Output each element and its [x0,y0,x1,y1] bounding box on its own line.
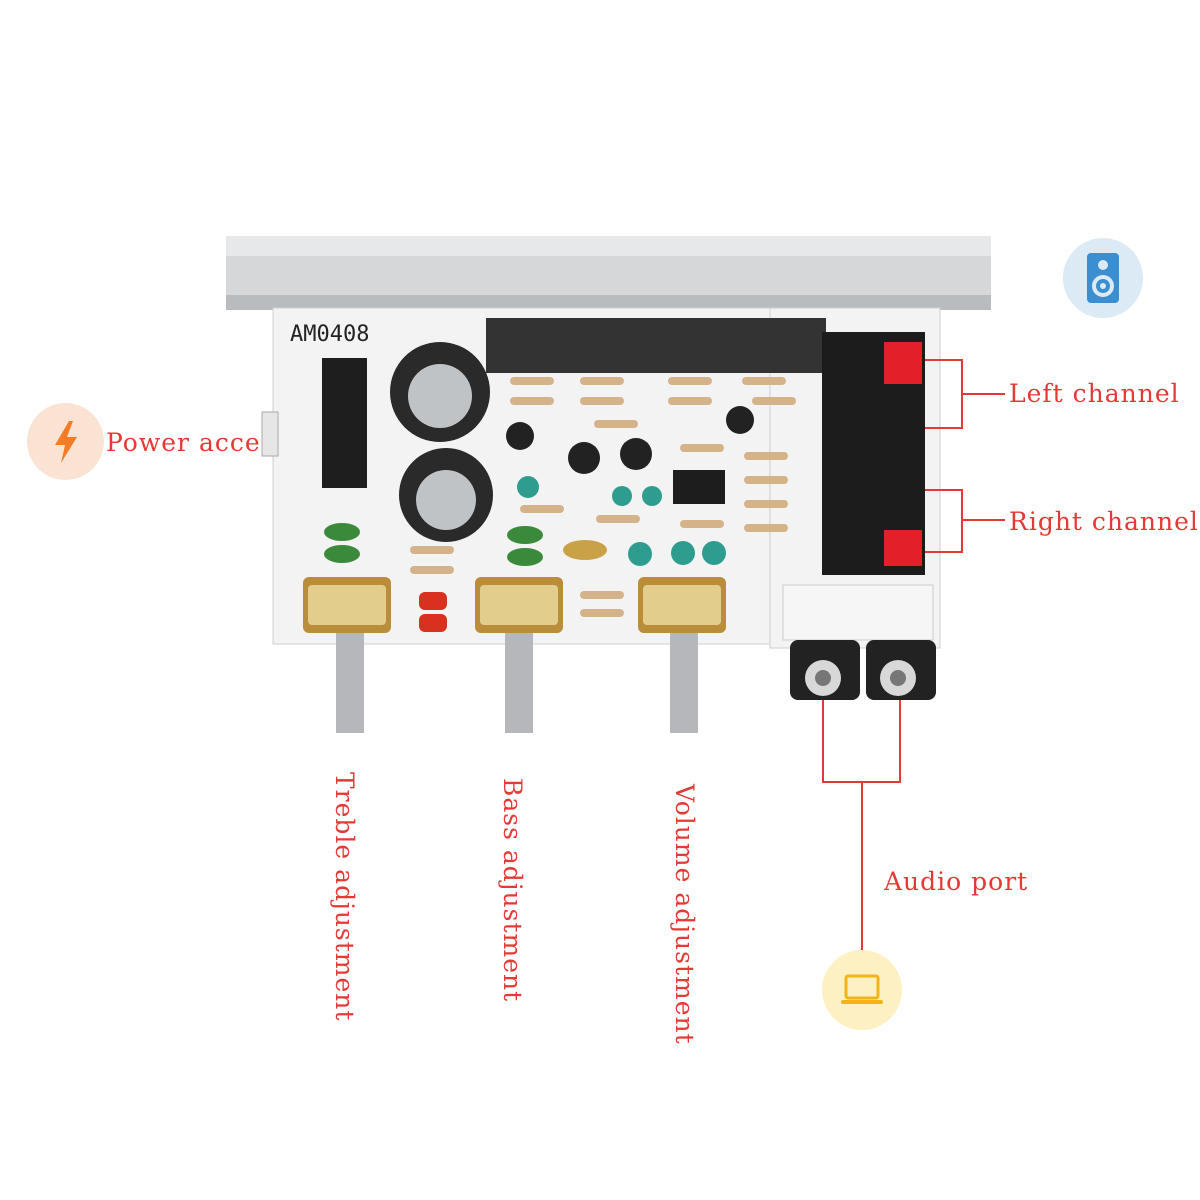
left-channel-label: Left channel [1009,379,1180,408]
volume-adjustment-label: Volume adjustment [670,784,699,1045]
lightning-bolt-icon [54,420,77,463]
bass-adjustment-label: Bass adjustment [498,778,527,1003]
laptop-icon [841,974,883,1004]
laptop-icon-circle [822,950,902,1030]
audio-port-label: Audio port [884,867,1029,896]
right-channel-label: Right channel [1009,507,1199,536]
power-icon-circle [27,403,104,480]
speaker-icon [1087,253,1119,303]
board-model-text: AM0408 [290,322,370,347]
treble-adjustment-label: Treble adjustment [330,772,359,1022]
speaker-icon-circle [1063,238,1143,318]
power-access-label: Power access [106,428,289,457]
